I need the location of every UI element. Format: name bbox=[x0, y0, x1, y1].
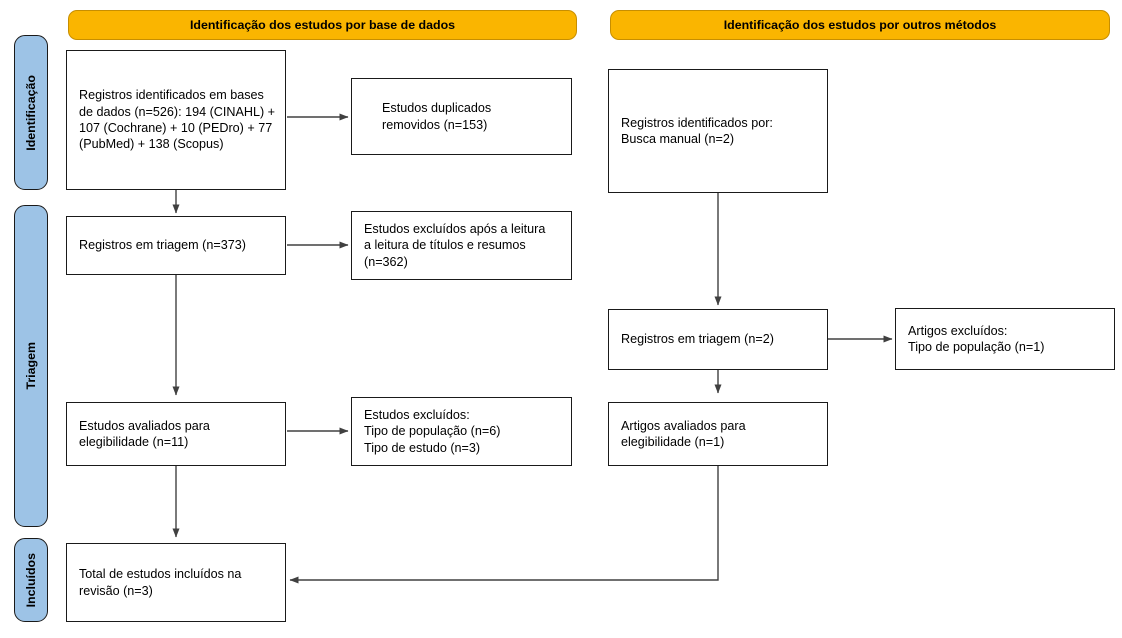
node-articles-excluded-other: Artigos excluídos: Tipo de população (n=… bbox=[895, 308, 1115, 370]
node-records-identified-databases: Registros identificados em bases de dado… bbox=[66, 50, 286, 190]
header-label-other-methods: Identificação dos estudos por outros mét… bbox=[723, 18, 997, 32]
edge-other-assessed-to-included bbox=[289, 466, 719, 584]
stage-label-identificacao: Identificação bbox=[24, 74, 38, 151]
node-text-records-identified-other: Registros identificados por: Busca manua… bbox=[621, 115, 773, 146]
node-studies-excluded-databases: Estudos excluídos: Tipo de população (n=… bbox=[351, 397, 572, 466]
node-records-screened-databases: Registros em triagem (n=373) bbox=[66, 216, 286, 275]
stage-bar-triagem: Triagem bbox=[14, 205, 48, 527]
header-bar-databases: Identificação dos estudos por base de da… bbox=[68, 10, 577, 40]
node-total-included: Total de estudos incluídos na revisão (n… bbox=[66, 543, 286, 622]
header-label-databases: Identificação dos estudos por base de da… bbox=[189, 18, 456, 32]
node-records-identified-other: Registros identificados por: Busca manua… bbox=[608, 69, 828, 193]
node-text-articles-excluded-other: Artigos excluídos: Tipo de população (n=… bbox=[908, 323, 1045, 354]
node-text-records-screened-other: Registros em triagem (n=2) bbox=[621, 332, 774, 347]
node-text-records-screened-databases: Registros em triagem (n=373) bbox=[79, 238, 246, 253]
node-text-studies-excluded-databases: Estudos excluídos: Tipo de população (n=… bbox=[364, 407, 501, 455]
node-text-articles-assessed-other: Artigos avaliados para elegibilidade (n=… bbox=[621, 418, 746, 449]
node-text-records-identified-databases: Registros identificados em bases de dado… bbox=[79, 88, 276, 152]
node-records-excluded-screening: Estudos excluídos após a leitura a leitu… bbox=[351, 211, 572, 280]
stage-bar-incluidos: Incluídos bbox=[14, 538, 48, 622]
node-text-duplicates-removed: Estudos duplicados removidos (n=153) bbox=[382, 101, 492, 132]
stage-bar-identificacao: Identificação bbox=[14, 35, 48, 190]
node-text-total-included: Total de estudos incluídos na revisão (n… bbox=[79, 567, 242, 598]
stage-label-incluidos: Incluídos bbox=[24, 552, 38, 608]
node-records-screened-other: Registros em triagem (n=2) bbox=[608, 309, 828, 370]
header-bar-other-methods: Identificação dos estudos por outros mét… bbox=[610, 10, 1110, 40]
node-text-records-excluded-screening: Estudos excluídos após a leitura a leitu… bbox=[364, 221, 546, 269]
stage-label-triagem: Triagem bbox=[24, 342, 38, 390]
node-articles-assessed-other: Artigos avaliados para elegibilidade (n=… bbox=[608, 402, 828, 466]
node-duplicates-removed: Estudos duplicados removidos (n=153) bbox=[351, 78, 572, 155]
node-text-studies-assessed-databases: Estudos avaliados para elegibilidade (n=… bbox=[79, 418, 210, 449]
node-studies-assessed-databases: Estudos avaliados para elegibilidade (n=… bbox=[66, 402, 286, 466]
